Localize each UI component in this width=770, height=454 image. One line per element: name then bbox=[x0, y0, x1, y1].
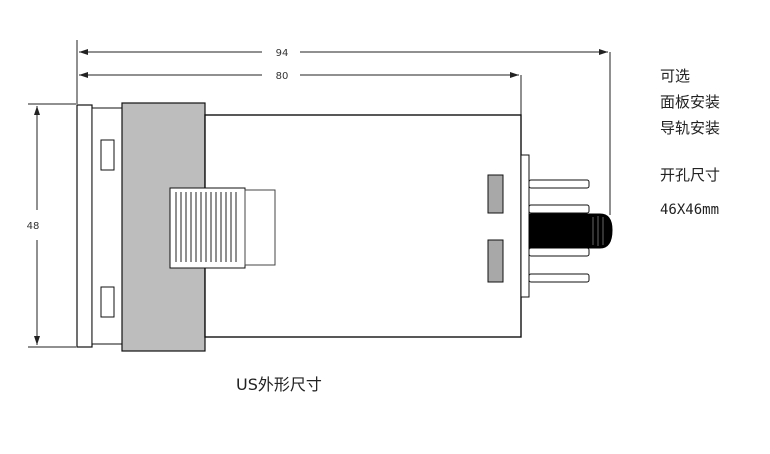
rear-terminal-plate bbox=[520, 154, 530, 298]
dimension-94: 94 bbox=[79, 48, 608, 59]
drawing-caption: US外形尺寸 bbox=[236, 375, 322, 394]
options-note: 可选 面板安装 导轨安装 bbox=[660, 63, 720, 141]
options-line-3: 导轨安装 bbox=[660, 119, 721, 137]
pin-top bbox=[528, 179, 590, 189]
lower-connector-block bbox=[487, 239, 504, 283]
cable bbox=[528, 213, 613, 249]
options-line-2: 面板安装 bbox=[660, 93, 721, 111]
dimension-94-label: 94 bbox=[276, 48, 289, 59]
upper-connector-block bbox=[487, 174, 504, 214]
options-line-1: 可选 bbox=[660, 67, 691, 85]
dimension-80: 80 bbox=[79, 71, 519, 82]
cutout-title: 开孔尺寸 bbox=[660, 166, 721, 184]
dimension-80-label: 80 bbox=[276, 71, 289, 82]
pin-bottom bbox=[528, 273, 590, 283]
upper-clip bbox=[100, 139, 115, 171]
side-clamp bbox=[169, 187, 276, 269]
front-bezel bbox=[76, 104, 124, 348]
dimension-48-label: 48 bbox=[27, 221, 40, 232]
cutout-size: 46X46mm bbox=[660, 202, 720, 218]
pin-lower-mid bbox=[528, 247, 590, 257]
dimension-48: 48 bbox=[27, 103, 76, 348]
terminal-pins bbox=[528, 179, 590, 283]
lower-clip bbox=[100, 286, 115, 318]
pin-upper-mid bbox=[528, 204, 590, 214]
